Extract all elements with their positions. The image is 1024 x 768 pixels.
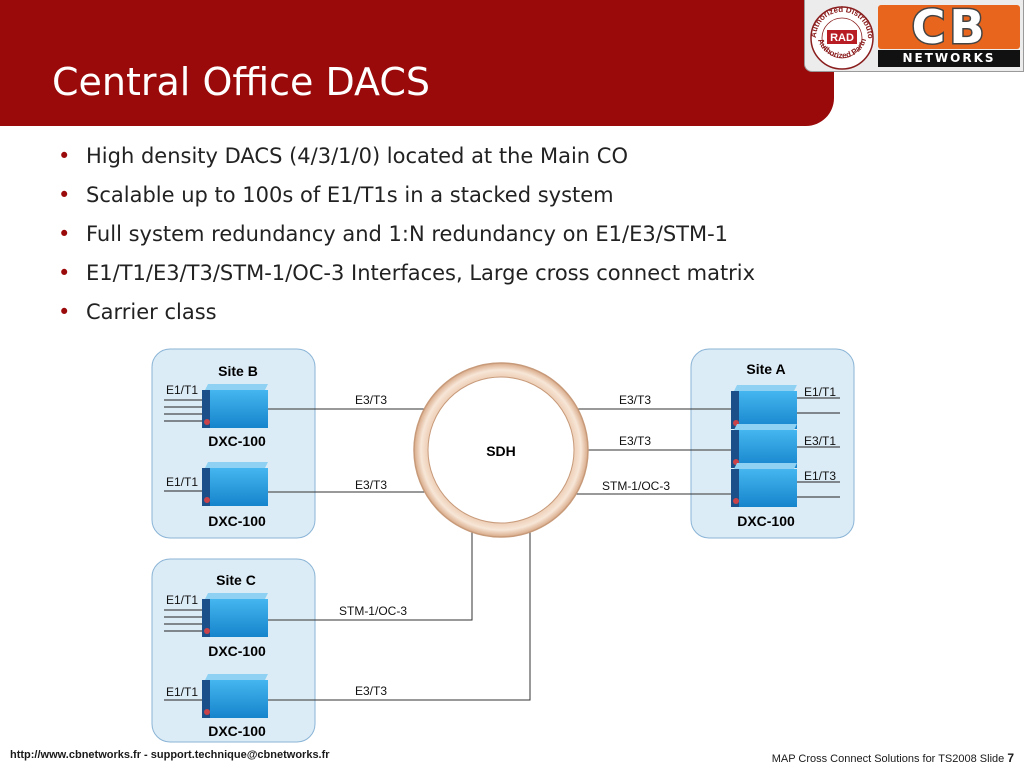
footer-contact: http://www.cbnetworks.fr - support.techn… — [10, 749, 330, 761]
device-label: DXC-100 — [208, 433, 266, 449]
port-label: E1/T1 — [166, 475, 198, 489]
header-band — [0, 0, 834, 126]
slide-number: 7 — [1007, 751, 1014, 765]
footer-slide-info: MAP Cross Connect Solutions for TS2008 S… — [772, 751, 1014, 765]
device-label: DXC-100 — [208, 513, 266, 529]
site-c-title: Site C — [216, 572, 256, 588]
device-label: DXC-100 — [737, 513, 795, 529]
bullet-list: High density DACS (4/3/1/0) located at t… — [58, 140, 878, 335]
bullet-item: Scalable up to 100s of E1/T1s in a stack… — [58, 179, 878, 218]
bullet-item: High density DACS (4/3/1/0) located at t… — [58, 140, 878, 179]
port-label: E1/T1 — [166, 593, 198, 607]
slide-title: Central Office DACS — [52, 60, 431, 104]
seal-center-text: RAD — [830, 32, 854, 44]
link-label: STM-1/OC-3 — [339, 604, 407, 618]
link-label: E3/T3 — [355, 393, 387, 407]
site-b-title: Site B — [218, 363, 258, 379]
sdh-ring-label: SDH — [486, 443, 516, 459]
port-label: E1/T3 — [804, 469, 836, 483]
bullet-item: Carrier class — [58, 296, 878, 335]
device-label: DXC-100 — [208, 723, 266, 739]
port-label: E3/T1 — [804, 434, 836, 448]
dxc-device-a2 — [731, 424, 797, 468]
device-label: DXC-100 — [208, 643, 266, 659]
cb-logo-background — [878, 5, 1020, 49]
port-label: E1/T1 — [804, 385, 836, 399]
site-a-title: Site A — [746, 361, 785, 377]
dxc-device-b2 — [202, 462, 268, 506]
dxc-device-c1 — [202, 593, 268, 637]
link-c1-ring — [268, 520, 473, 621]
link-c2-ring — [268, 522, 531, 701]
dxc-device-b1 — [202, 384, 268, 428]
link-label: E3/T3 — [355, 684, 387, 698]
bullet-item: E1/T1/E3/T3/STM-1/OC-3 Interfaces, Large… — [58, 257, 878, 296]
port-label: E1/T1 — [166, 685, 198, 699]
rad-authorized-seal: Authorized Distributor Authorized Partne… — [806, 2, 875, 70]
link-label: E3/T3 — [619, 393, 651, 407]
dxc-device-c2 — [202, 674, 268, 718]
dxc-device-a3 — [731, 463, 797, 507]
link-label: E3/T3 — [355, 478, 387, 492]
link-label: STM-1/OC-3 — [602, 479, 670, 493]
site-c-panel — [151, 558, 316, 743]
footer-title: MAP Cross Connect Solutions for TS2008 S… — [771, 753, 1005, 765]
link-label: E3/T3 — [619, 434, 651, 448]
cb-logo-letters: CB — [910, 0, 989, 54]
bullet-item: Full system redundancy and 1:N redundanc… — [58, 218, 878, 257]
cb-logo-networks: NETWORKS — [878, 50, 1020, 67]
port-label: E1/T1 — [166, 383, 198, 397]
dxc-device-a1 — [731, 385, 797, 429]
